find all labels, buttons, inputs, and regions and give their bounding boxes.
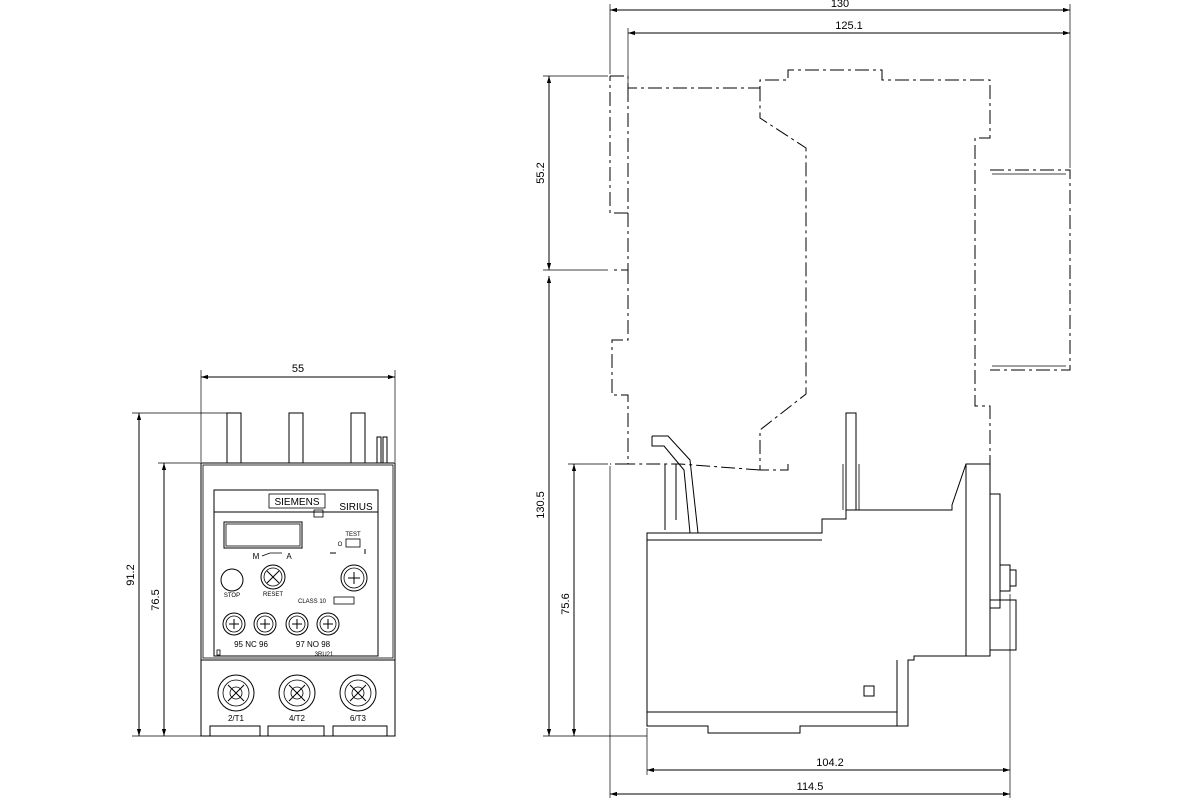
relay-body-outline bbox=[646, 463, 991, 734]
test-slider bbox=[345, 538, 361, 548]
side-view bbox=[609, 69, 1071, 734]
aux-terminal-97 bbox=[285, 612, 309, 636]
terminal-label-2: 4/T2 bbox=[289, 714, 306, 723]
class-label: CLASS 10 bbox=[298, 599, 327, 605]
main-terminal-1 bbox=[217, 674, 255, 712]
aux-terminal-96 bbox=[253, 612, 277, 636]
test-label: TEST bbox=[345, 532, 361, 538]
aux-right-label: 97 NO 98 bbox=[296, 640, 331, 649]
reset-button bbox=[260, 564, 286, 590]
front-dimensions: 55 91.2 76.5 bbox=[125, 363, 396, 737]
side-dimensions: 130 125.1 55.2 130.5 75.6 104.2 114.5 bbox=[535, 0, 1071, 798]
aux-terminal-95 bbox=[222, 612, 246, 636]
dim-front-height-body: 76.5 bbox=[150, 589, 162, 610]
stop-label: STOP bbox=[224, 593, 240, 599]
brand-label: SIEMENS bbox=[274, 497, 319, 508]
dim-side-depth-inner: 104.2 bbox=[816, 757, 844, 769]
dim-front-width: 55 bbox=[292, 363, 304, 375]
main-terminal-3 bbox=[339, 674, 377, 712]
dim-side-depth-total: 114.5 bbox=[797, 781, 824, 793]
adjust-knob bbox=[340, 564, 368, 592]
aux-terminal-98 bbox=[316, 612, 340, 636]
class-indicator bbox=[333, 596, 355, 605]
model-label: 3RU21 bbox=[315, 652, 334, 658]
indicator-square bbox=[863, 685, 875, 697]
series-label: SIRIUS bbox=[339, 502, 373, 513]
reset-label: RESET bbox=[263, 592, 283, 598]
terminal-label-1: 2/T1 bbox=[228, 714, 245, 723]
side-accessory-block bbox=[990, 169, 1071, 371]
scale-max-label: A bbox=[286, 552, 292, 561]
main-terminal-2 bbox=[278, 674, 316, 712]
terminal-label-3: 6/T3 bbox=[350, 714, 367, 723]
aux-left-label: 95 NC 96 bbox=[234, 640, 268, 649]
dim-side-width-total: 130 bbox=[831, 0, 849, 10]
dim-front-height-total: 91.2 bbox=[125, 564, 137, 585]
control-panel bbox=[213, 489, 379, 657]
setting-window bbox=[223, 521, 303, 549]
dim-side-height-upper: 55.2 bbox=[535, 162, 547, 183]
dim-side-width-inner: 125.1 bbox=[835, 20, 863, 32]
test-o-label: O bbox=[338, 542, 343, 548]
contactor-outline bbox=[609, 69, 991, 471]
front-view: SIEMENS SIRIUS M A TEST O STOP RESET bbox=[200, 412, 396, 737]
dim-side-height-body: 75.6 bbox=[560, 593, 572, 614]
scale-min-label: M bbox=[253, 552, 260, 561]
dim-side-height-total: 130.5 bbox=[535, 491, 547, 519]
stop-button bbox=[220, 568, 244, 592]
